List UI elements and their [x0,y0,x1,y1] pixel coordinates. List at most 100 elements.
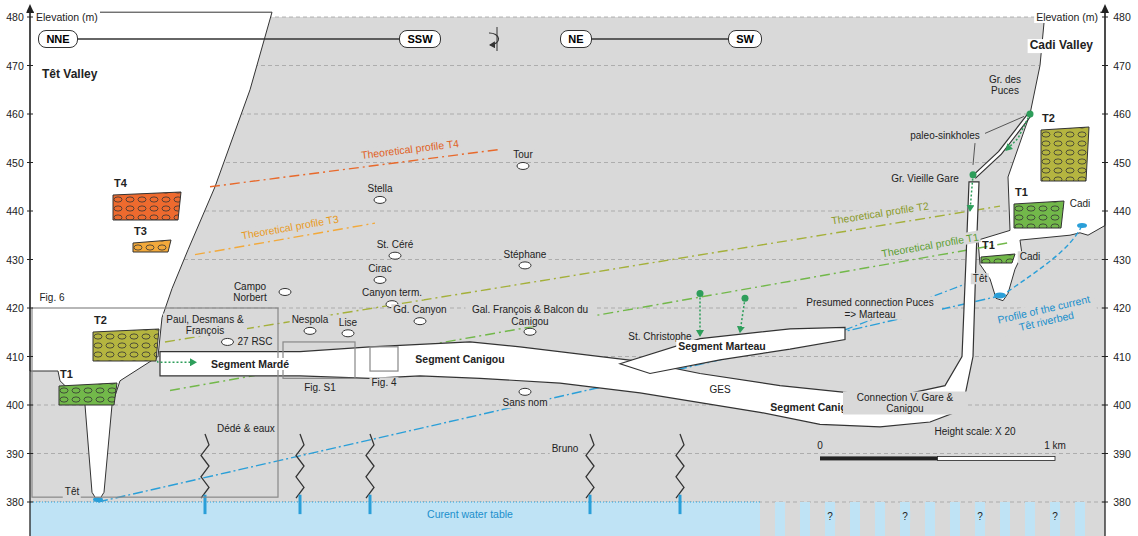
axis-label: 450 [1111,156,1133,168]
river [994,292,1006,298]
map-label: Canyon term. [360,288,424,300]
axis-label: Elevation (m) [1034,11,1100,23]
map-label: Têt Valley [40,68,99,82]
axis-tick [1102,65,1108,66]
axis-tick [1102,356,1108,357]
cave-site [279,288,291,295]
shaft [201,434,209,498]
map-label: Gr. Vieille Gare [889,174,961,186]
flow-arrow [740,298,745,332]
axis-arrow [26,4,34,13]
map-label: Lise [337,317,359,329]
leader-line [973,143,975,165]
map-label: Cadi Valley [1028,39,1095,53]
map-label: ? [900,511,910,523]
direction-label: SSW [407,33,432,45]
terrace-label: T1 [982,239,995,252]
map-label: Connection V. Gare & Canigou [843,391,967,414]
map-label: Têt [63,487,81,499]
axis-tick [27,405,33,406]
cave-site [304,327,316,334]
cave-passage [160,182,979,427]
map-label: Height scale: X 20 [932,426,1017,438]
axis-label: 480 [4,11,26,23]
water-table-line [30,501,760,502]
axis-label: 380 [1111,496,1133,508]
river [93,497,103,502]
map-label: Fig. 6 [37,293,66,305]
cave-site [374,276,386,283]
map-label: Presumed connection Puces => Marteau [798,297,942,320]
terrace-fill [59,383,117,405]
axis-tick [27,114,33,115]
map-label: Theoretical profile T2 [828,199,931,227]
cave-site [524,328,536,335]
direction-label: NNE [46,33,69,45]
terrace-pebbles [113,192,181,220]
map-label: paleo-sinkholes [908,130,982,142]
terrace-deposit: T1 [980,239,1016,264]
grid-line [30,259,1105,260]
axis-label: 390 [1111,447,1133,459]
axis-label: 430 [4,253,26,265]
map-label: GES [707,385,732,397]
uncertain-water [775,502,785,536]
terrace-label: T1 [60,368,73,381]
segment-name: Segment Mardé [209,358,291,370]
axis-line [29,12,30,536]
axis-tick [1102,308,1108,309]
scale-bar [938,456,1056,460]
axis-tick [1102,259,1108,260]
figure-frame [283,342,355,378]
terrace-label: T4 [114,177,127,190]
sinkhole-conduit [974,114,1030,177]
terrace-pebbles [1014,201,1064,228]
segment-name: Segment Canigou [413,353,506,365]
uncertain-water [1075,502,1085,536]
axis-label: Elevation (m) [34,11,100,23]
map-label: Curent water table [425,508,515,520]
flow-arrow [970,175,973,211]
map-label: Cadi [1018,251,1043,263]
axis-tick [1102,211,1108,212]
map-label: 1 km [1042,440,1068,452]
map-label: Cirac [366,263,393,275]
map-label: Nespola [290,314,331,326]
map-label: Tour [511,149,534,161]
terrace-deposit: T1 [1013,186,1065,229]
cave-passage [620,327,845,373]
uncertain-water [1050,502,1060,536]
shaft-water [679,495,682,514]
axis-label: 460 [4,108,26,120]
flow-arrow [152,350,196,362]
axis-tick [27,453,33,454]
terrace-fill [113,192,181,220]
map-label: ? [975,511,985,523]
cave-site [519,262,531,269]
map-label: Profile of the current Têt riverbed [992,292,1099,339]
terrace-label: T2 [1042,112,1055,125]
axis-tick [1102,453,1108,454]
axis-line [1104,12,1105,536]
terrace-deposit: T4 [112,177,182,221]
sinkhole-conduit [974,114,1030,177]
segment-name: Segment Marteau [676,340,768,352]
axis-label: 440 [4,205,26,217]
axis-arrow [1101,4,1109,13]
river-link [1005,226,1082,294]
shaft-water [299,495,302,514]
terrace-deposit: T1 [58,368,118,406]
terrace-label: T2 [94,314,107,327]
map-label: Paul, Desmans & François [163,313,247,336]
terrace-label: T3 [134,225,147,238]
axis-label: 430 [1111,253,1133,265]
terrace-fill [133,240,171,252]
shaft-water [589,495,592,514]
terrace-deposit: T2 [92,314,160,362]
profile-line [165,206,1000,342]
cave-site [517,162,529,169]
uncertain-water [925,502,935,536]
terrace-pebbles [93,329,159,361]
